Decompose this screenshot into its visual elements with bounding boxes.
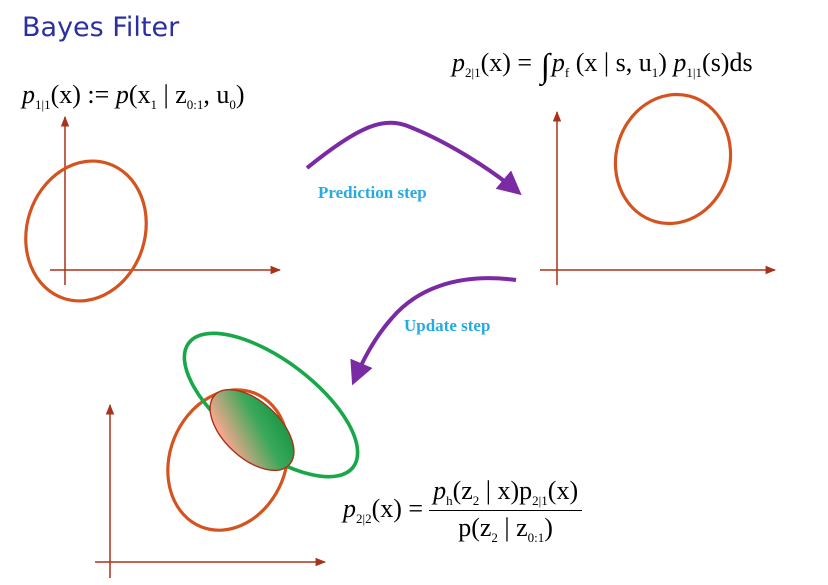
update-step-label: Update step — [404, 316, 491, 335]
predicted-plot — [540, 92, 777, 285]
posterior-plot — [95, 331, 360, 578]
update-arrow — [350, 276, 517, 386]
prediction-step-label: Prediction step — [318, 183, 427, 202]
posterior-belief-ellipse — [209, 388, 295, 472]
predicted-belief-ellipse-copy — [166, 388, 290, 532]
update-numerator: ph(z2 | x)p2|1(x) — [429, 478, 583, 511]
prior-plot — [24, 115, 282, 303]
prediction-arrow — [305, 120, 522, 196]
page-title: Bayes Filter — [22, 12, 180, 43]
prior-formula: p1|1(x) := p(x1 | z0:1, u0) — [22, 80, 245, 112]
predicted-belief-ellipse — [613, 92, 733, 226]
update-denominator: p(z2 | z0:1) — [458, 513, 553, 545]
update-formula: p2|2(x) =ph(z2 | x)p2|1(x)p(z2 | z0:1) — [343, 478, 583, 545]
prior-belief-ellipse — [24, 159, 148, 303]
update-fraction: ph(z2 | x)p2|1(x)p(z2 | z0:1) — [429, 478, 583, 545]
prediction-formula: p2|1(x) = ∫pf (x | s, u1) p1|1(s)ds — [452, 48, 753, 85]
